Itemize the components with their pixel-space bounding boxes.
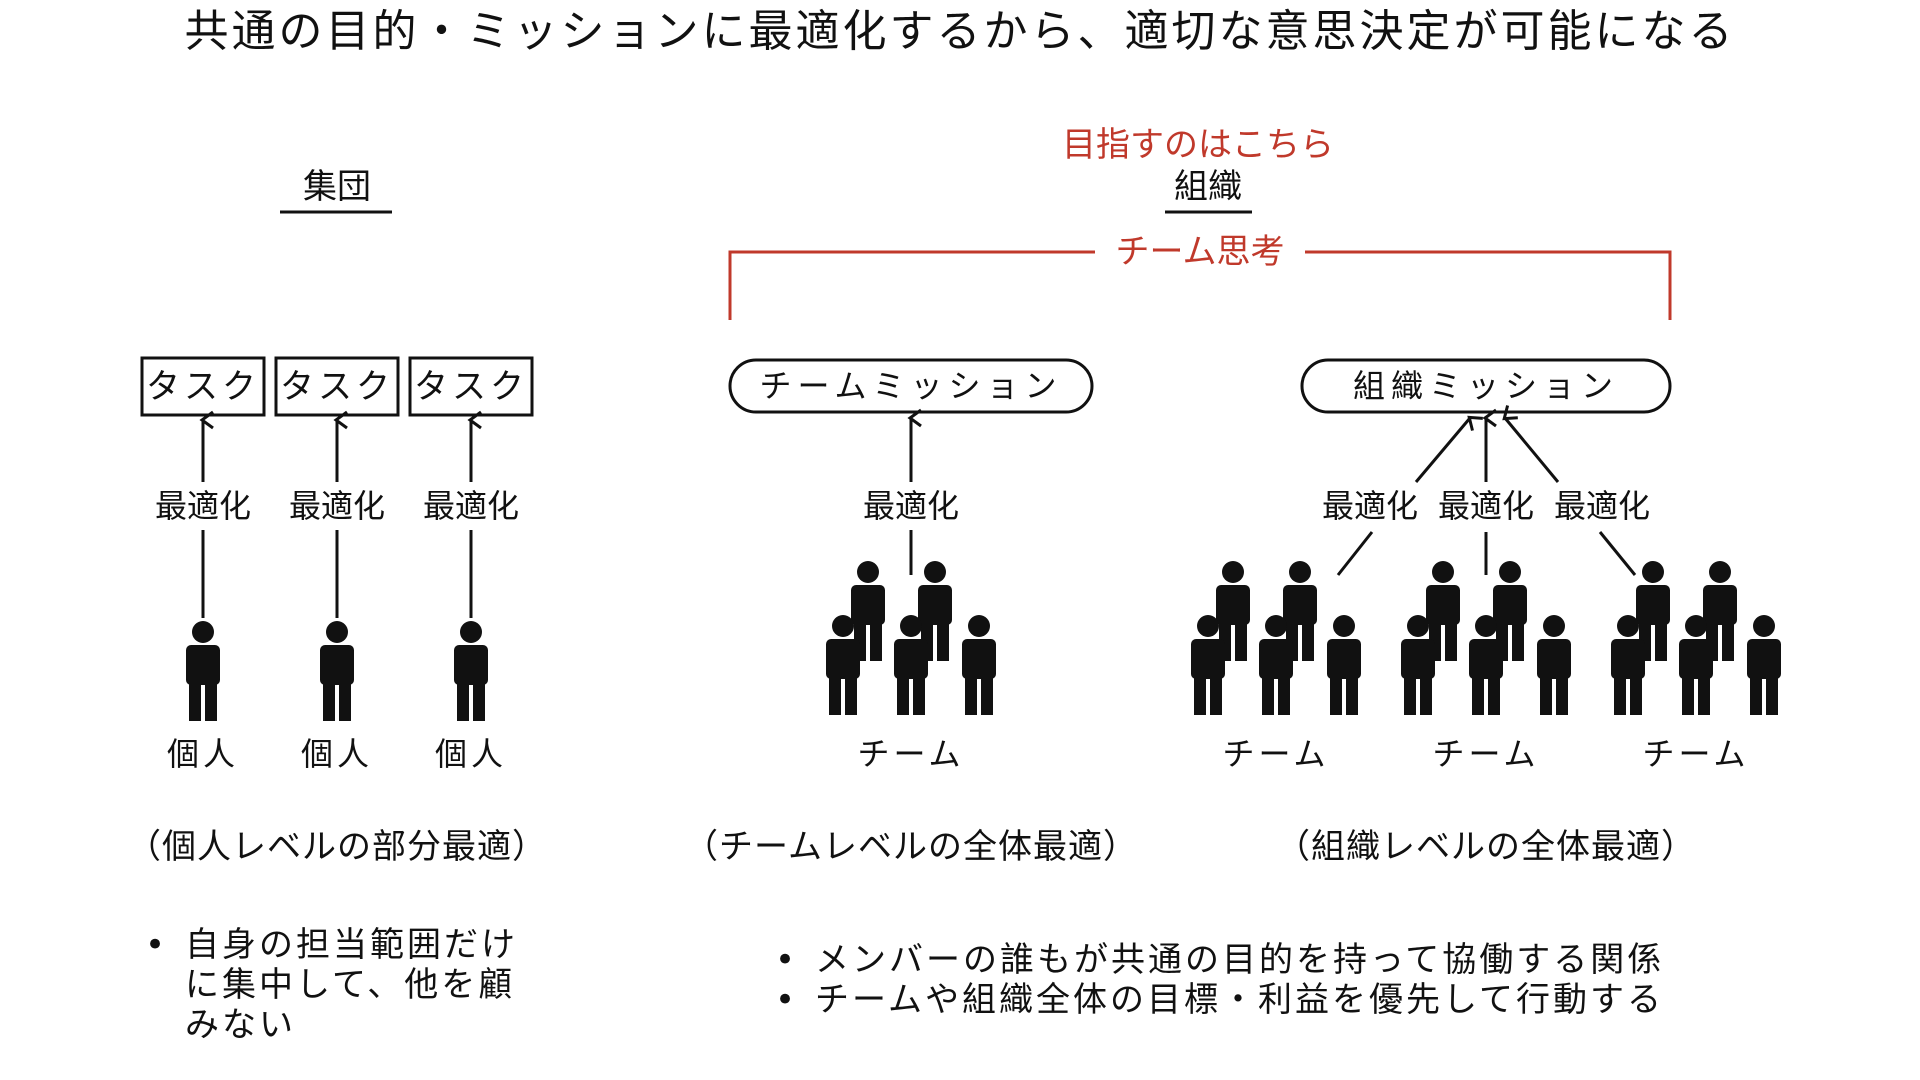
- page-title: 共通の目的・ミッションに最適化するから、適切な意思決定が可能になる: [184, 6, 1736, 57]
- individual-caption: （個人レベルの部分最適）: [127, 827, 547, 867]
- team-label: チーム: [857, 735, 965, 773]
- individual-label: 個人: [434, 735, 508, 773]
- arrow-shaft: [1336, 531, 1374, 576]
- team-mission-label: チームミッション: [759, 367, 1063, 405]
- goal-label: 目指すのはこちら: [1062, 125, 1334, 165]
- individual-label: 個人: [166, 735, 240, 773]
- person-icon: [454, 621, 488, 721]
- optimize-label: 最適化: [1437, 487, 1535, 525]
- optimize-label: 最適化: [1321, 487, 1419, 525]
- team-thinking-bracket: [728, 250, 1672, 320]
- group-heading: 集団: [303, 167, 371, 207]
- bullet-item: メンバーの誰もが共通の目的を持って協働する関係: [775, 940, 1664, 980]
- team-thinking-label: チーム思考: [1115, 232, 1285, 272]
- team-label: チーム: [1432, 735, 1540, 773]
- team-caption: （チームレベルの全体最適）: [684, 827, 1138, 867]
- person-icon: [186, 621, 220, 721]
- bullet-item: 自身の担当範囲だけに集中して、他を顧みない: [145, 925, 525, 1045]
- individual-label: 個人: [300, 735, 374, 773]
- task-label: タスク: [280, 367, 394, 407]
- org-mission-label: 組織ミッション: [1352, 367, 1620, 405]
- bullet-item: チームや組織全体の目標・利益を優先して行動する: [775, 980, 1664, 1020]
- team-icon: [1401, 561, 1571, 715]
- up-arrow-icon: [1414, 415, 1483, 483]
- task-label: タスク: [414, 367, 528, 407]
- team-label: チーム: [1222, 735, 1330, 773]
- optimize-label: 最適化: [862, 487, 960, 525]
- organization-heading: 組織: [1174, 167, 1242, 207]
- team-icon: [1611, 561, 1781, 715]
- optimize-label: 最適化: [288, 487, 386, 525]
- group-bullet-list: 自身の担当範囲だけに集中して、他を顧みない: [145, 925, 525, 1045]
- up-arrow-icon: [1502, 405, 1560, 483]
- organization-bullet-list: メンバーの誰もが共通の目的を持って協働する関係 チームや組織全体の目標・利益を優…: [775, 940, 1664, 1020]
- team-label: チーム: [1642, 735, 1750, 773]
- team-icon: [826, 561, 996, 715]
- optimize-label: 最適化: [1553, 487, 1651, 525]
- optimize-label: 最適化: [154, 487, 252, 525]
- org-caption: （組織レベルの全体最適）: [1276, 827, 1696, 867]
- team-icon: [1191, 561, 1361, 715]
- arrow-shaft: [1598, 531, 1637, 576]
- person-icon: [320, 621, 354, 721]
- optimize-label: 最適化: [422, 487, 520, 525]
- task-label: タスク: [146, 367, 260, 407]
